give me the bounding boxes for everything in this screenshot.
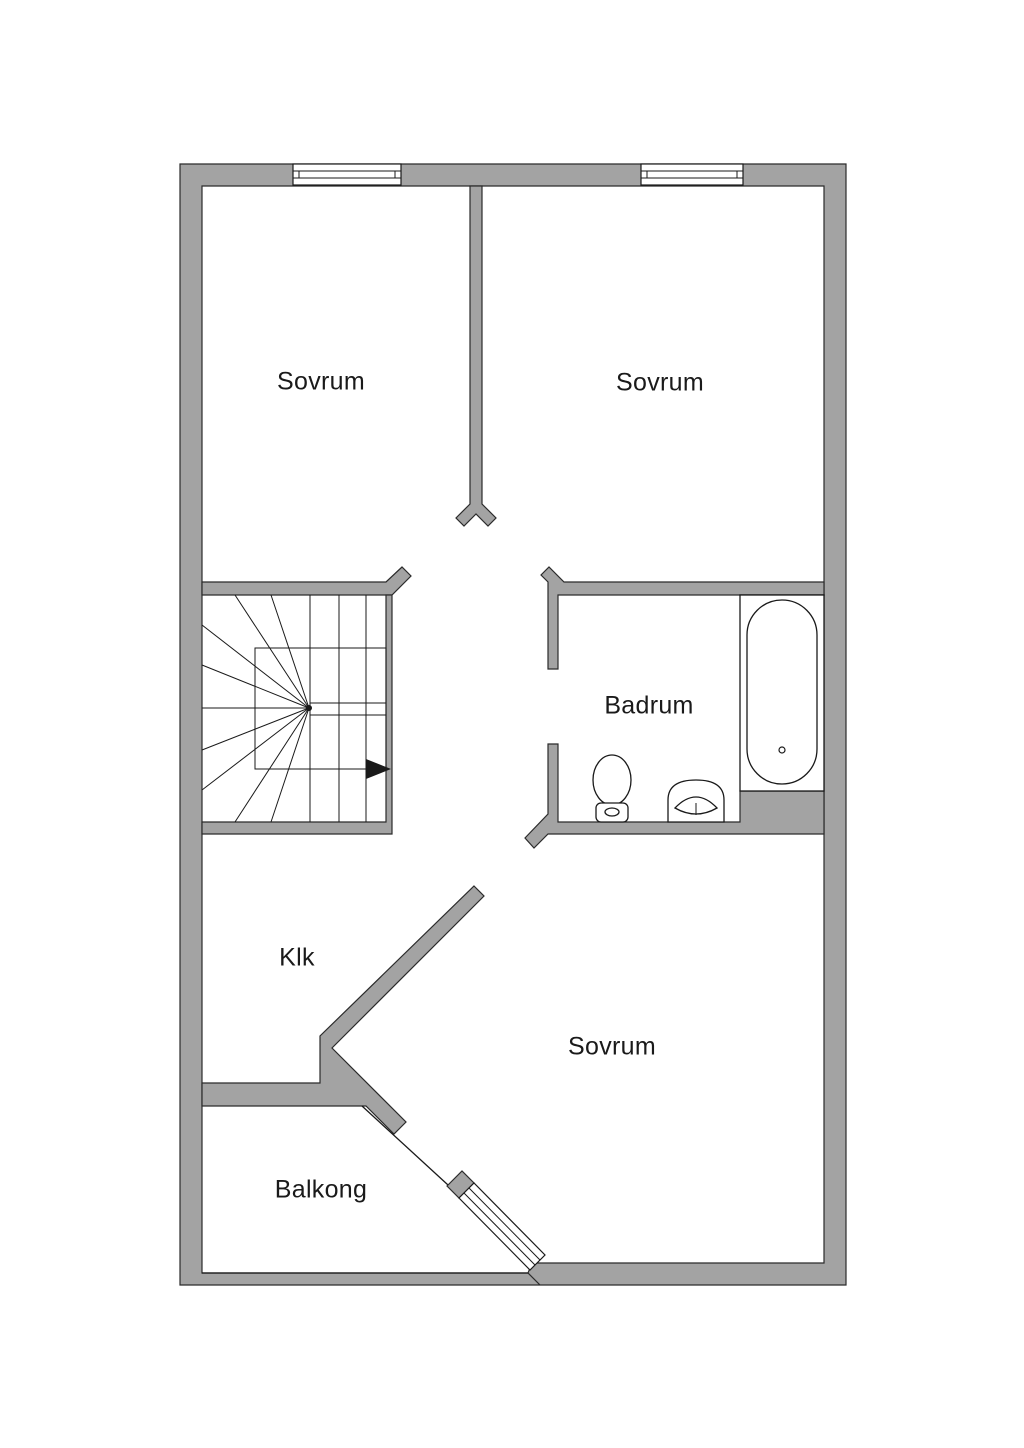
room-label-bedroom-top-left: Sovrum xyxy=(277,367,365,396)
window-icon xyxy=(202,1105,546,1274)
window-icon xyxy=(640,163,744,186)
room-label-balcony: Balkong xyxy=(274,1175,368,1204)
bathtub-icon xyxy=(739,594,825,792)
toilet-icon xyxy=(592,754,632,823)
room-label-closet: Klk xyxy=(279,943,315,972)
arrow-icon xyxy=(366,759,391,779)
room-label-bedroom-top-right: Sovrum xyxy=(616,368,704,397)
room-label-bathroom: Badrum xyxy=(604,691,694,720)
sink-icon xyxy=(667,779,725,823)
interior-walls xyxy=(201,185,825,1135)
room-label-bedroom-bottom: Sovrum xyxy=(568,1032,656,1061)
window-icon xyxy=(292,163,402,186)
stairs-icon xyxy=(201,594,387,823)
